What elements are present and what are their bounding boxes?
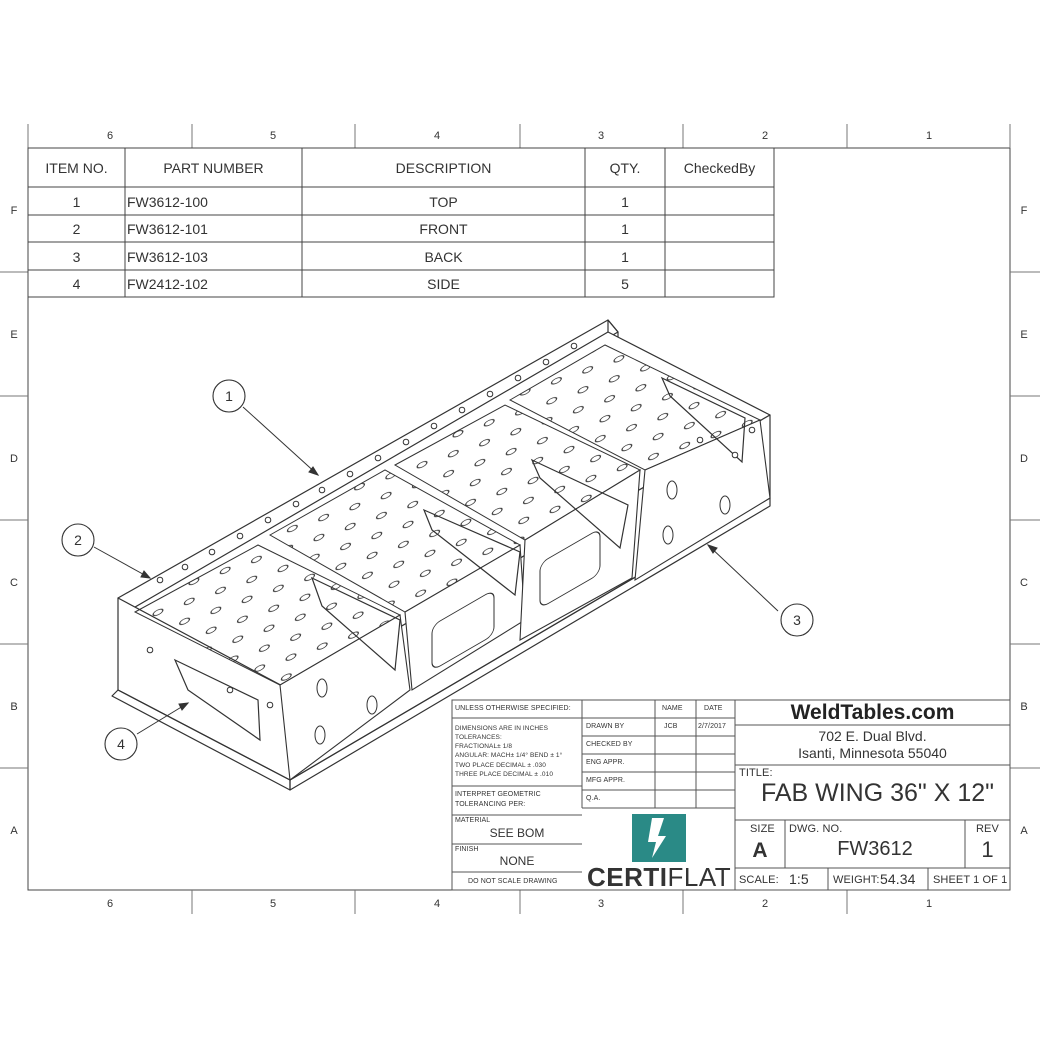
balloon-2: 2 <box>74 532 82 548</box>
tb-interpret-1: TOLERANCING PER: <box>455 801 526 808</box>
bom-header-part: PART NUMBER <box>163 159 264 176</box>
tb-dims-3: ANGULAR: MACH± 1/4° BEND ± 1° <box>455 752 563 759</box>
zone-row-e: E <box>10 329 18 341</box>
zone-row-f-right: F <box>1020 205 1028 217</box>
address-line-2: Isanti, Minnesota 55040 <box>798 745 947 761</box>
zone-row-a: A <box>10 825 18 837</box>
bom-header-checkedby: CheckedBy <box>683 159 756 176</box>
zone-col-6: 6 <box>106 130 114 142</box>
tb-drawn-name: JCB <box>664 723 678 730</box>
tb-material-label: MATERIAL <box>455 817 491 824</box>
company-name: WeldTables.com <box>790 700 955 724</box>
zone-row-b: B <box>10 701 18 713</box>
tb-weight-label: WEIGHT: <box>833 874 880 886</box>
tb-interpret-0: INTERPRET GEOMETRIC <box>455 791 541 798</box>
tb-finish-label: FINISH <box>455 846 479 853</box>
bom-row-3-qty: 1 <box>621 248 629 265</box>
bom-header-desc: DESCRIPTION <box>395 159 492 176</box>
certiflat-logo-icon <box>632 814 686 862</box>
zone-col-1-bottom: 1 <box>925 898 933 910</box>
zone-col-3: 3 <box>597 130 605 142</box>
bom-header-qty: QTY. <box>609 159 641 176</box>
bom-row-1-qty: 1 <box>621 193 629 210</box>
zone-col-6-bottom: 6 <box>106 898 114 910</box>
balloon-3: 3 <box>793 612 801 628</box>
zone-col-2-bottom: 2 <box>761 898 769 910</box>
tb-sheet: SHEET 1 OF 1 <box>933 874 1008 886</box>
balloon-2-circle <box>61 523 95 557</box>
tb-weight-value: 54.34 <box>880 871 916 887</box>
zone-row-a-right: A <box>1020 825 1028 837</box>
zone-col-1: 1 <box>925 130 933 142</box>
tb-dims-4: TWO PLACE DECIMAL ± .030 <box>455 762 546 769</box>
bom-row-4-desc: SIDE <box>427 275 460 292</box>
zone-col-4-bottom: 4 <box>433 898 441 910</box>
drawing-title: FAB WING 36" X 12" <box>760 778 995 807</box>
tb-unless: UNLESS OTHERWISE SPECIFIED: <box>455 705 571 712</box>
bom-row-4-qty: 5 <box>621 275 629 292</box>
bom-row-2-desc: FRONT <box>419 220 468 237</box>
bom-row-1-item: 1 <box>72 193 81 210</box>
logo-text-flat: FLAT <box>667 862 732 892</box>
tb-drawn-by: DRAWN BY <box>586 723 625 730</box>
tb-date-header: DATE <box>704 705 723 712</box>
balloon-3-circle <box>780 603 814 637</box>
balloon-1: 1 <box>225 388 233 404</box>
tb-dwg-value: FW3612 <box>837 837 913 860</box>
zone-row-b-right: B <box>1020 701 1028 713</box>
bom-row-3-desc: BACK <box>424 248 463 265</box>
tb-size-label: SIZE <box>750 823 775 835</box>
logo-text-certi: CERTI <box>587 862 668 892</box>
tb-checked-by: CHECKED BY <box>586 741 633 748</box>
bom-header-item: ITEM NO. <box>45 159 108 176</box>
tb-qa: Q.A. <box>586 795 601 802</box>
tb-name-header: NAME <box>662 705 683 712</box>
tb-scale-label: SCALE: <box>739 874 779 886</box>
balloon-4-circle <box>104 727 138 761</box>
zone-row-d-right: D <box>1020 453 1028 465</box>
tb-material-value: SEE BOM <box>489 826 545 840</box>
tb-no-scale: DO NOT SCALE DRAWING <box>468 878 558 885</box>
tb-rev-label: REV <box>976 823 999 835</box>
zone-row-e-right: E <box>1020 329 1028 341</box>
bom-row-3-part: FW3612-103 <box>127 248 208 265</box>
zone-col-5-bottom: 5 <box>269 898 277 910</box>
balloon-4: 4 <box>117 736 125 752</box>
bom-row-2-part: FW3612-101 <box>127 220 208 237</box>
zone-col-3-bottom: 3 <box>597 898 605 910</box>
zone-col-5: 5 <box>269 130 277 142</box>
tb-rev-value: 1 <box>981 837 994 862</box>
zone-col-4: 4 <box>433 130 441 142</box>
bom-row-2-qty: 1 <box>621 220 629 237</box>
bom-row-2-item: 2 <box>72 220 81 237</box>
tb-dwg-label: DWG. NO. <box>789 823 843 835</box>
bom-row-1-desc: TOP <box>429 193 458 210</box>
zone-row-f: F <box>10 205 18 217</box>
tb-mfg-appr: MFG APPR. <box>586 777 626 784</box>
bom-row-4-part: FW2412-102 <box>127 275 208 292</box>
zone-col-2: 2 <box>761 130 769 142</box>
tb-title-label: TITLE: <box>739 767 773 779</box>
zone-row-c: C <box>10 577 18 589</box>
tb-dims-2: FRACTIONAL± 1/8 <box>455 743 513 750</box>
bom-row-4-item: 4 <box>72 275 81 292</box>
certiflat-logo-text: CERTIFLAT <box>587 862 731 893</box>
tb-dims-0: DIMENSIONS ARE IN INCHES <box>455 725 549 732</box>
tb-eng-appr: ENG APPR. <box>586 759 625 766</box>
balloon-1-circle <box>212 379 246 413</box>
tb-finish-value: NONE <box>499 854 535 868</box>
tb-dims-5: THREE PLACE DECIMAL ± .010 <box>455 771 554 778</box>
address-line-1: 702 E. Dual Blvd. <box>818 728 927 744</box>
tb-scale-value: 1:5 <box>789 871 809 887</box>
zone-row-c-right: C <box>1020 577 1028 589</box>
zone-row-d: D <box>10 453 18 465</box>
tb-size-value: A <box>752 839 768 862</box>
tb-dims-1: TOLERANCES: <box>455 734 502 741</box>
bom-row-1-part: FW3612-100 <box>127 193 208 210</box>
tb-drawn-date: 2/7/2017 <box>698 723 727 730</box>
bom-row-3-item: 3 <box>72 248 81 265</box>
